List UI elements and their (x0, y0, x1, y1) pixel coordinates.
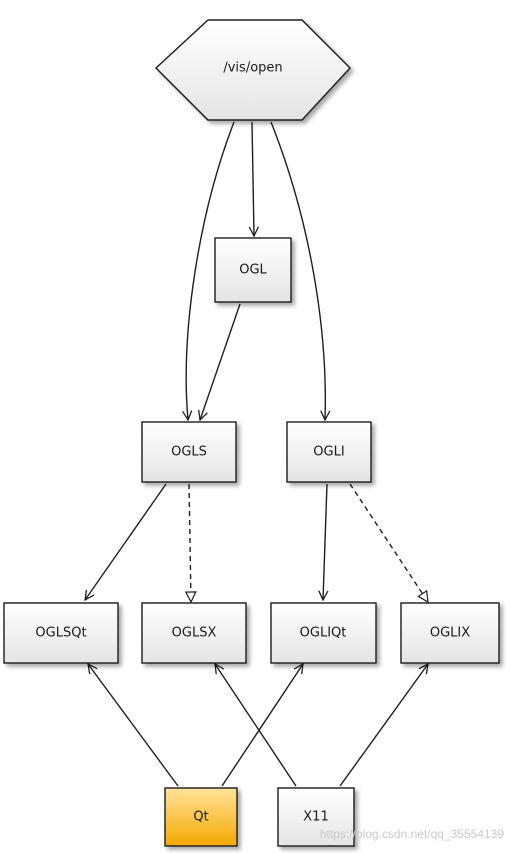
node-oglsqt-label: OGLSQt (35, 626, 86, 641)
node-ogl-label: OGL (239, 263, 267, 278)
node-oglsx[interactable]: OGLSX (141, 602, 247, 664)
node-ogls[interactable]: OGLS (141, 421, 237, 483)
edge-ogl-to-ogls (200, 303, 241, 420)
edge-qt-to-oglsqt (88, 664, 179, 787)
node-qt-label: Qt (193, 810, 208, 825)
node-vis-open[interactable]: /vis/open (154, 19, 351, 121)
edge-qt-to-ogliqt (221, 664, 303, 787)
node-ogliqt-label: OGLIQt (300, 626, 347, 641)
edge-vis-open-to-ogl (252, 121, 254, 236)
edge-vis-open-to-ogls (186, 121, 235, 420)
edge-ogli-to-oglix (349, 483, 428, 602)
node-x11-label: X11 (303, 810, 328, 825)
node-oglsx-label: OGLSX (172, 626, 217, 641)
node-oglsqt[interactable]: OGLSQt (3, 602, 119, 664)
edge-x11-to-oglsx (215, 664, 297, 787)
node-ogli[interactable]: OGLI (286, 421, 372, 483)
node-ogls-label: OGLS (171, 445, 207, 460)
node-oglix-label: OGLIX (430, 626, 470, 641)
edge-x11-to-oglix (339, 664, 428, 787)
node-vis-open-label: /vis/open (223, 61, 282, 76)
node-ogliqt[interactable]: OGLIQt (270, 602, 377, 664)
edge-ogls-to-oglsqt (85, 483, 167, 600)
node-ogli-label: OGLI (313, 445, 344, 460)
node-ogl[interactable]: OGL (214, 237, 292, 303)
node-oglix[interactable]: OGLIX (400, 602, 500, 664)
edge-ogli-to-ogliqt (323, 483, 327, 600)
node-qt[interactable]: Qt (164, 787, 238, 847)
edge-vis-open-to-ogli (270, 121, 325, 420)
node-x11[interactable]: X11 (277, 787, 355, 847)
watermark-text: https://blog.csdn.net/qq_35554139 (319, 827, 504, 841)
edge-ogls-to-oglsx (189, 483, 191, 602)
